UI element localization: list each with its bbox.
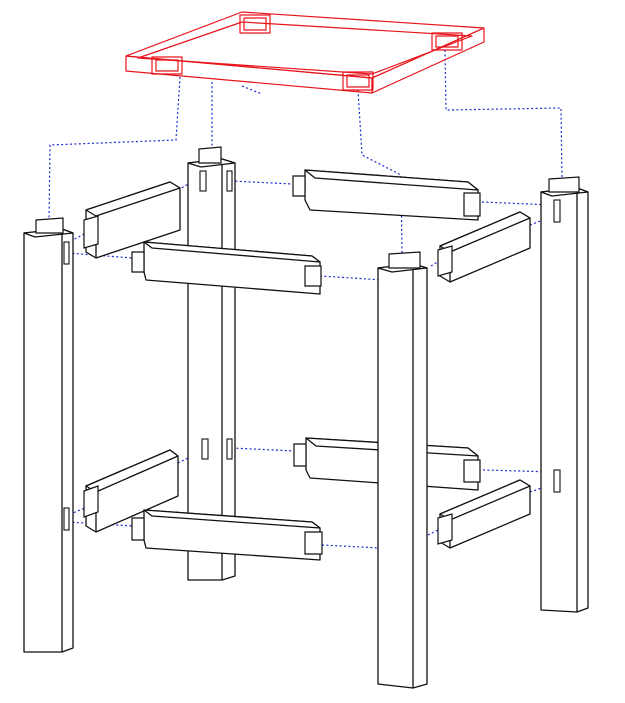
leg-back-right xyxy=(540,176,589,613)
guide-seat-to-leg-front-right xyxy=(357,89,403,254)
rail-lower-left xyxy=(83,449,179,533)
seat-mortise-back-left xyxy=(239,14,271,34)
guide-upper-back-rail xyxy=(230,180,294,185)
guide-lower-front-rail-right xyxy=(321,544,381,549)
guide-upper-front-rail-right xyxy=(319,275,384,281)
seat-inner-edge xyxy=(137,21,473,75)
guide-seat-to-leg-front-left xyxy=(48,76,181,223)
seat-side-face xyxy=(371,27,485,94)
seat-top-face xyxy=(125,11,485,79)
rail-lower-right xyxy=(437,479,531,549)
rail-upper-back xyxy=(292,169,481,221)
seat-mortise-front-right xyxy=(342,71,374,91)
rail-upper-front xyxy=(131,241,322,295)
guide-lower-back-rail-right xyxy=(482,469,556,473)
rail-upper-left xyxy=(83,181,181,259)
leg-front-left xyxy=(23,217,74,653)
guide-seat-hidden-edge xyxy=(241,85,263,95)
seat-mortise-back-right xyxy=(431,32,463,51)
seat-top-panel xyxy=(125,11,485,94)
rail-upper-right xyxy=(437,211,531,283)
guide-lower-back-rail xyxy=(231,447,295,452)
leg-front-right xyxy=(377,251,428,689)
rail-lower-front xyxy=(131,509,323,561)
guide-upper-back-rail-right xyxy=(481,201,553,206)
seat-mortise-front-left xyxy=(151,56,183,75)
guide-seat-to-leg-back-right xyxy=(444,49,563,181)
